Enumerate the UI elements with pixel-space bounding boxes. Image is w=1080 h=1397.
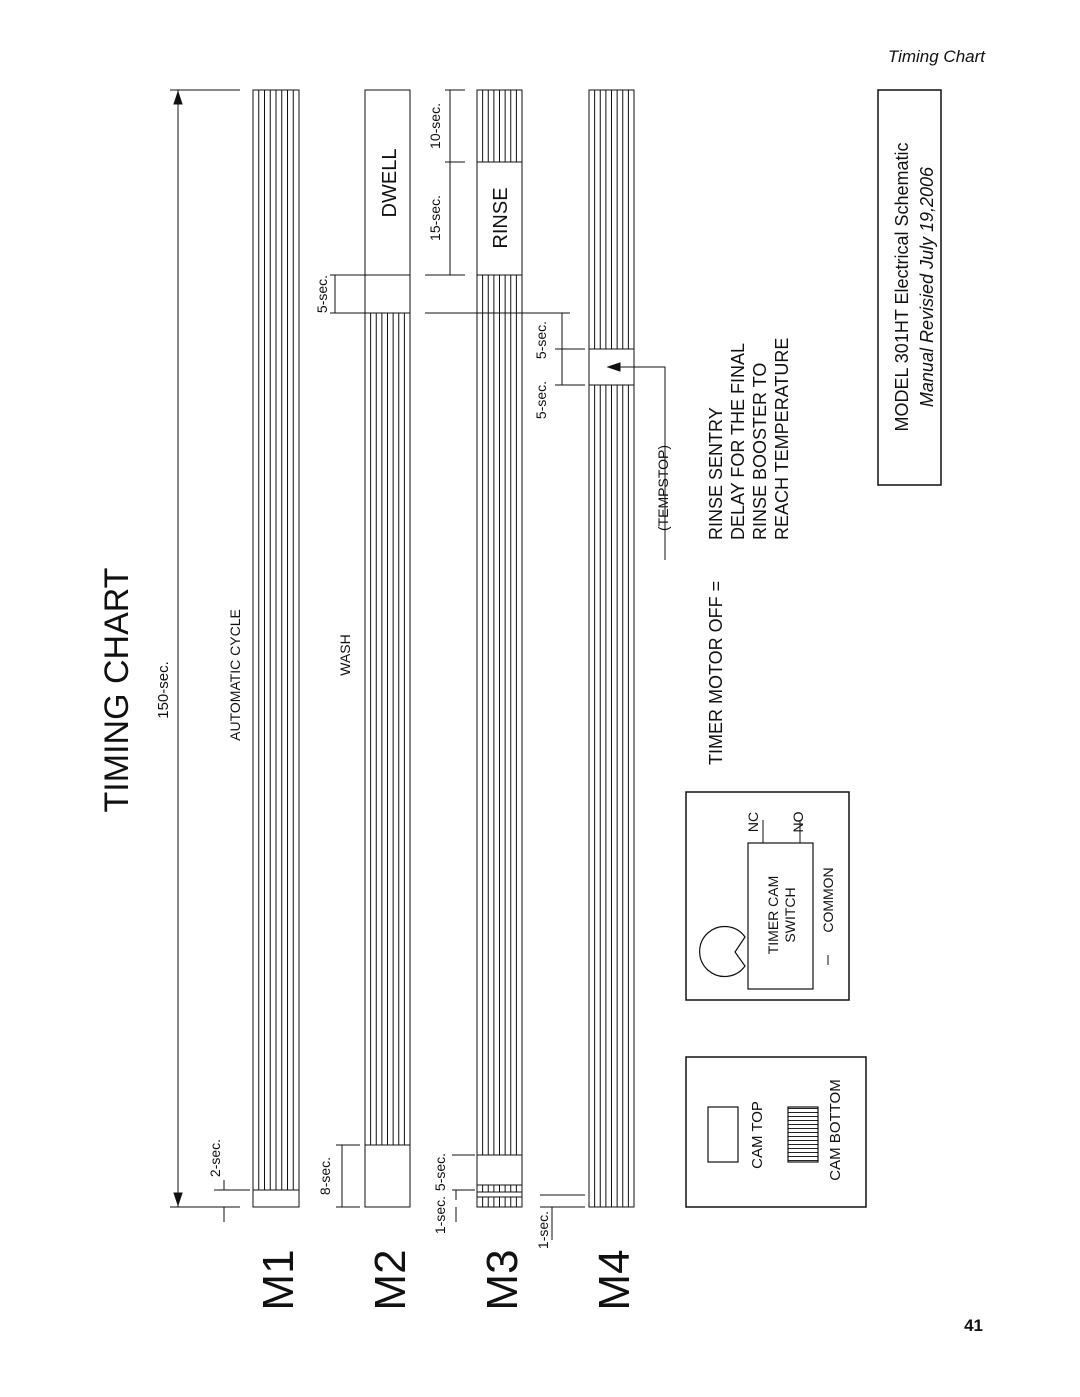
m3-rinse-segment [476, 161, 523, 276]
cam-legend: CAM TOP CAM BOTTOM [685, 1056, 867, 1208]
total-cycle-note: 150-sec. [155, 661, 172, 719]
model-box: MODEL 301HT Electrical Schematic Manual … [877, 89, 942, 486]
m1-start-note: 2-sec. [207, 1139, 223, 1177]
m3-start-gap [476, 1191, 523, 1198]
model-line-1: MODEL 301HT Electrical Schematic [892, 142, 912, 431]
automatic-cycle-label: AUTOMATIC CYCLE [227, 609, 243, 741]
switch-name-line-2: SWITCH [782, 887, 798, 942]
m3-start-note-2: 5-sec. [432, 1153, 448, 1191]
cam-wheel-icon [699, 925, 746, 978]
m3-start-segment [476, 1154, 523, 1186]
m1-cam-top-segment [252, 1189, 300, 1208]
dimension-lines [170, 89, 666, 1240]
rinse-label: RINSE [490, 187, 512, 248]
m3-mid-note-1: 5-sec. [533, 381, 549, 419]
switch-no-label: NO [790, 811, 806, 832]
cam-top-label: CAM TOP [749, 1101, 766, 1169]
m1-label: M1 [254, 1249, 303, 1310]
cam-bottom-swatch [787, 1106, 819, 1163]
m2-label: M2 [366, 1249, 415, 1310]
m2-start-note: 8-sec. [317, 1157, 333, 1195]
m3-mid-note-2: 5-sec. [533, 321, 549, 359]
m3-end-note: 10-sec. [427, 103, 443, 149]
switch-name-line-1: TIMER CAM [765, 876, 781, 955]
model-line-2: Manual Revisied July 19,2006 [917, 166, 937, 407]
timer-cam-switch-diagram: TIMER CAM SWITCH NC NO COMMON [685, 791, 850, 1001]
section-header: Timing Chart [887, 47, 985, 66]
cam-top-swatch [707, 1106, 739, 1163]
rinse-sentry-line-1: RINSE SENTRY [706, 407, 726, 540]
m3-label: M3 [478, 1249, 527, 1310]
dwell-label: DWELL [379, 149, 401, 218]
m2-gap-note: 5-sec. [314, 275, 330, 313]
switch-nc-label: NC [745, 812, 761, 832]
page-number: 41 [964, 1316, 983, 1335]
m2-gap-segment [364, 274, 411, 314]
switch-common-label: COMMON [820, 867, 836, 932]
timer-motor-off-label: TIMER MOTOR OFF = [706, 581, 726, 765]
rinse-sentry-line-4: REACH TEMPERATURE [772, 338, 792, 540]
wash-label: WASH [337, 634, 353, 675]
cam-bottom-label: CAM BOTTOM [827, 1079, 844, 1180]
m2-start-segment [364, 1144, 411, 1208]
m4-label: M4 [590, 1249, 639, 1310]
rinse-sentry-line-2: DELAY FOR THE FINAL [728, 343, 748, 540]
m3-start-note-1: 1-sec. [432, 1196, 448, 1234]
chart-title: TIMING CHART [98, 568, 136, 813]
cam-bars [252, 89, 635, 1208]
m2-dwell-segment [364, 89, 411, 276]
rinse-sentry-line-3: RINSE BOOSTER TO [750, 363, 770, 540]
tempstop-label: (TEMPSTOP) [655, 445, 671, 531]
m4-start-note: 1-sec. [535, 1211, 551, 1249]
m3-rinse-note: 15-sec. [427, 195, 443, 241]
